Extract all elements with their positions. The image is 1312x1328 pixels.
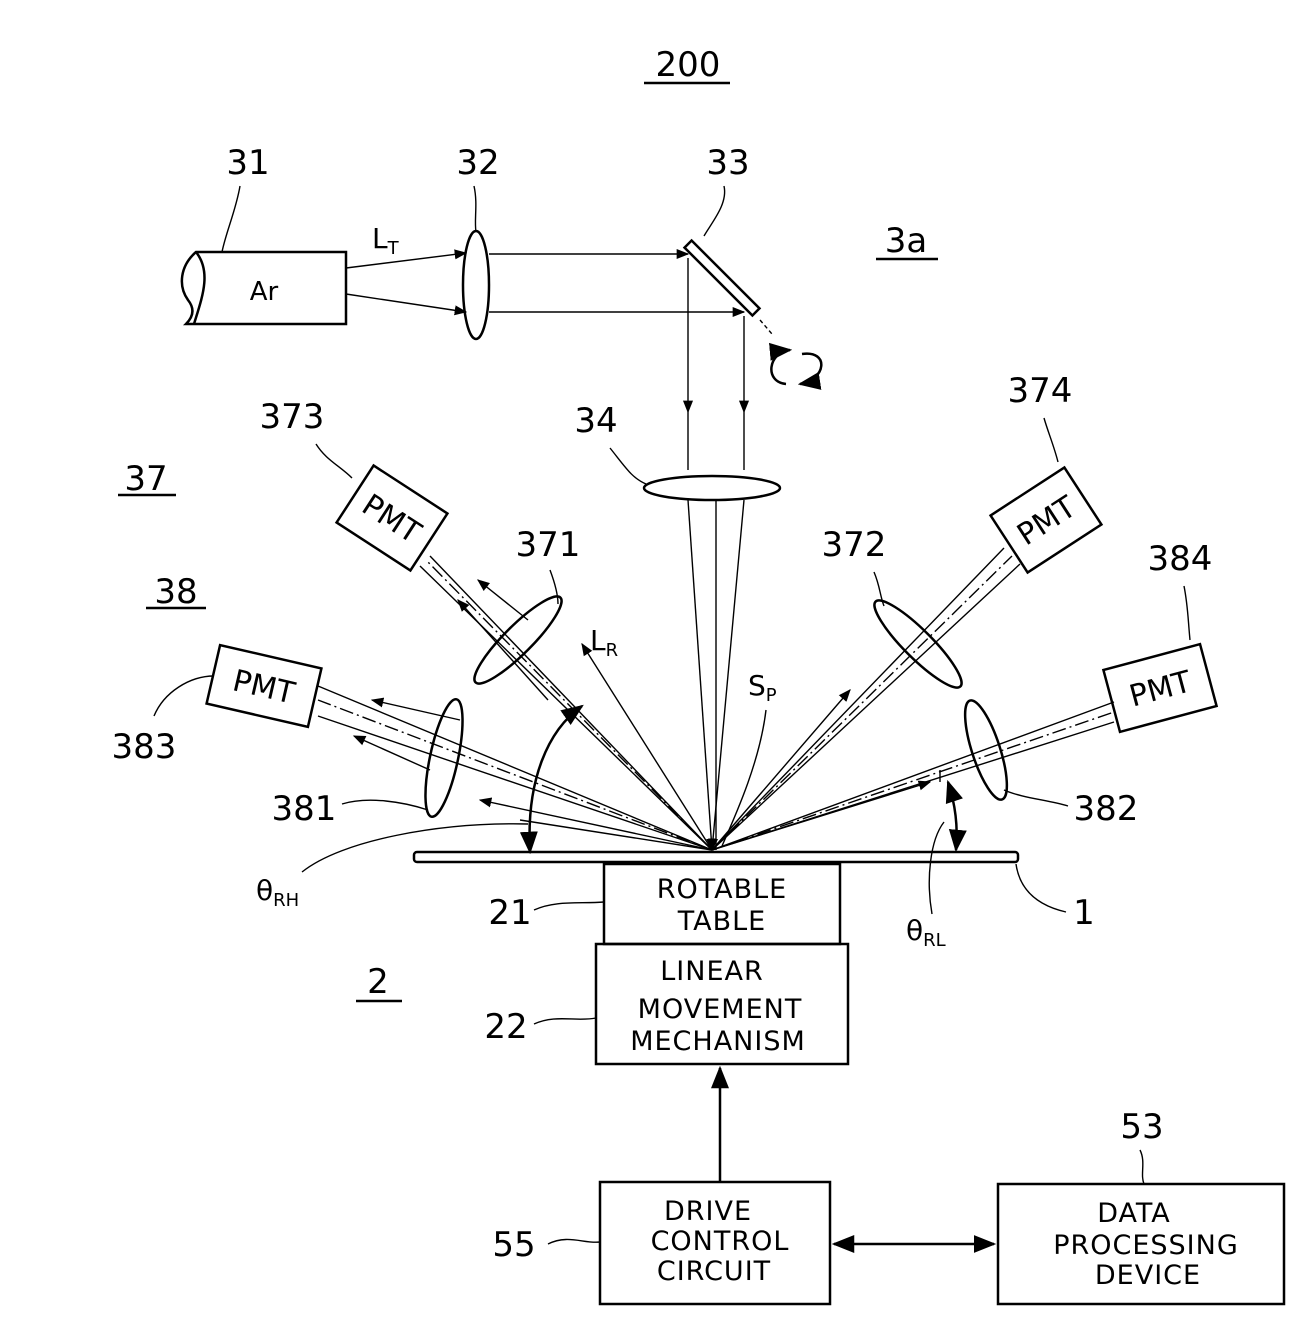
drive-control-line2: CONTROL (651, 1226, 790, 1257)
drive-control-line1: DRIVE (664, 1196, 752, 1227)
spot-label: SP (748, 669, 777, 706)
mirror-33-leader (704, 186, 725, 236)
lens-371 (466, 588, 571, 693)
beam-383-a (318, 686, 712, 850)
lens-371-ref: 371 (516, 525, 581, 565)
angle-rh-arc (530, 706, 582, 852)
angle-rh-label: θRH (256, 874, 299, 911)
lens-381-ref: 381 (272, 789, 337, 829)
rotable-table-line2: TABLE (677, 906, 767, 937)
lens-32 (463, 231, 489, 339)
linear-mechanism-ref: 22 (484, 1007, 527, 1047)
beam-focus-right (712, 500, 744, 850)
reflected-beam-label: LR (590, 624, 618, 661)
pmt-383-leader (154, 676, 214, 716)
lens-32-leader (474, 186, 476, 232)
laser-leader (222, 186, 240, 252)
wafer (414, 852, 1018, 862)
pmt-383: PMT (207, 645, 322, 727)
lens-34-leader (610, 448, 646, 484)
lens-382-leader (1004, 790, 1068, 806)
detector-group-label-37: 37 (124, 459, 167, 499)
laser-text: Ar (250, 277, 279, 307)
figure-title: 200 (656, 45, 721, 85)
data-processing-line1: DATA (1097, 1198, 1171, 1229)
pmt-374: PMT (991, 468, 1102, 573)
lens-372 (866, 592, 971, 697)
pmt-384-leader (1184, 586, 1190, 640)
data-processing-ref: 53 (1120, 1107, 1163, 1147)
angle-rl-label: θRL (906, 914, 946, 951)
beam-lower-in (346, 294, 466, 312)
beam-373-a (430, 556, 712, 850)
pmt-384-ref: 384 (1148, 539, 1213, 579)
linear-mechanism-line1: LINEAR (660, 956, 764, 987)
beam-373-d (582, 644, 712, 850)
beam-373-c (426, 560, 712, 850)
beam-384-a (712, 702, 1114, 850)
data-processing-leader (1140, 1150, 1144, 1184)
beam-label-lt: LT (372, 222, 400, 259)
beam-383-c (318, 700, 712, 850)
angle-rh-leader (302, 824, 528, 872)
pmt-384-text: PMT (1126, 664, 1196, 714)
beam-383-d (480, 800, 712, 850)
data-processing-line3: DEVICE (1095, 1260, 1201, 1291)
mirror-33-ref: 33 (706, 143, 749, 183)
detector-group-label-38: 38 (154, 572, 197, 612)
beam-383-e (372, 700, 460, 720)
angle-rl-leader (929, 822, 944, 914)
beam-374-b (712, 564, 1020, 850)
linear-mechanism-line2: MOVEMENT (638, 994, 803, 1025)
pmt-374-ref: 374 (1008, 371, 1073, 411)
angle-rh-baseline (520, 820, 712, 850)
lens-34-ref: 34 (574, 401, 617, 441)
wafer-leader (1016, 864, 1066, 912)
lens-382 (957, 696, 1016, 804)
pmt-373-leader (316, 444, 352, 478)
lens-34 (644, 476, 780, 500)
linear-mechanism-line3: MECHANISM (630, 1026, 806, 1057)
pmt-373: PMT (337, 466, 448, 571)
pmt-383-ref: 383 (112, 727, 177, 767)
beam-focus-left (688, 500, 712, 850)
drive-control-line3: CIRCUIT (657, 1256, 771, 1287)
stage-label: 2 (367, 962, 389, 1002)
data-processing-line2: PROCESSING (1053, 1230, 1239, 1261)
pmt-374-leader (1044, 418, 1058, 462)
spot-leader (722, 710, 766, 846)
pmt-373-ref: 373 (260, 397, 325, 437)
system-label: 3a (885, 221, 927, 261)
beam-373-b (420, 566, 712, 850)
pmt-384: PMT (1103, 644, 1216, 732)
drive-control-leader (548, 1239, 600, 1244)
laser-ref: 31 (226, 143, 269, 183)
wafer-ref: 1 (1073, 893, 1095, 933)
beam-upper-in (346, 253, 466, 268)
beam-373-e (458, 600, 548, 700)
lens-372-ref: 372 (822, 525, 887, 565)
lens-381-leader (342, 800, 428, 810)
lens-382-ref: 382 (1074, 789, 1139, 829)
rotable-table-leader (534, 902, 604, 910)
angle-rl-arc (948, 782, 957, 850)
rotable-table-ref: 21 (488, 893, 531, 933)
drive-control-ref: 55 (492, 1225, 535, 1265)
rotable-table-line1: ROTABLE (657, 874, 788, 905)
pmt-383-text: PMT (229, 663, 298, 711)
beam-383-b (318, 716, 712, 850)
lens-381 (418, 696, 470, 819)
linear-mechanism-leader (534, 1018, 596, 1024)
argon-laser: Ar (182, 252, 346, 324)
lens-32-ref: 32 (456, 143, 499, 183)
